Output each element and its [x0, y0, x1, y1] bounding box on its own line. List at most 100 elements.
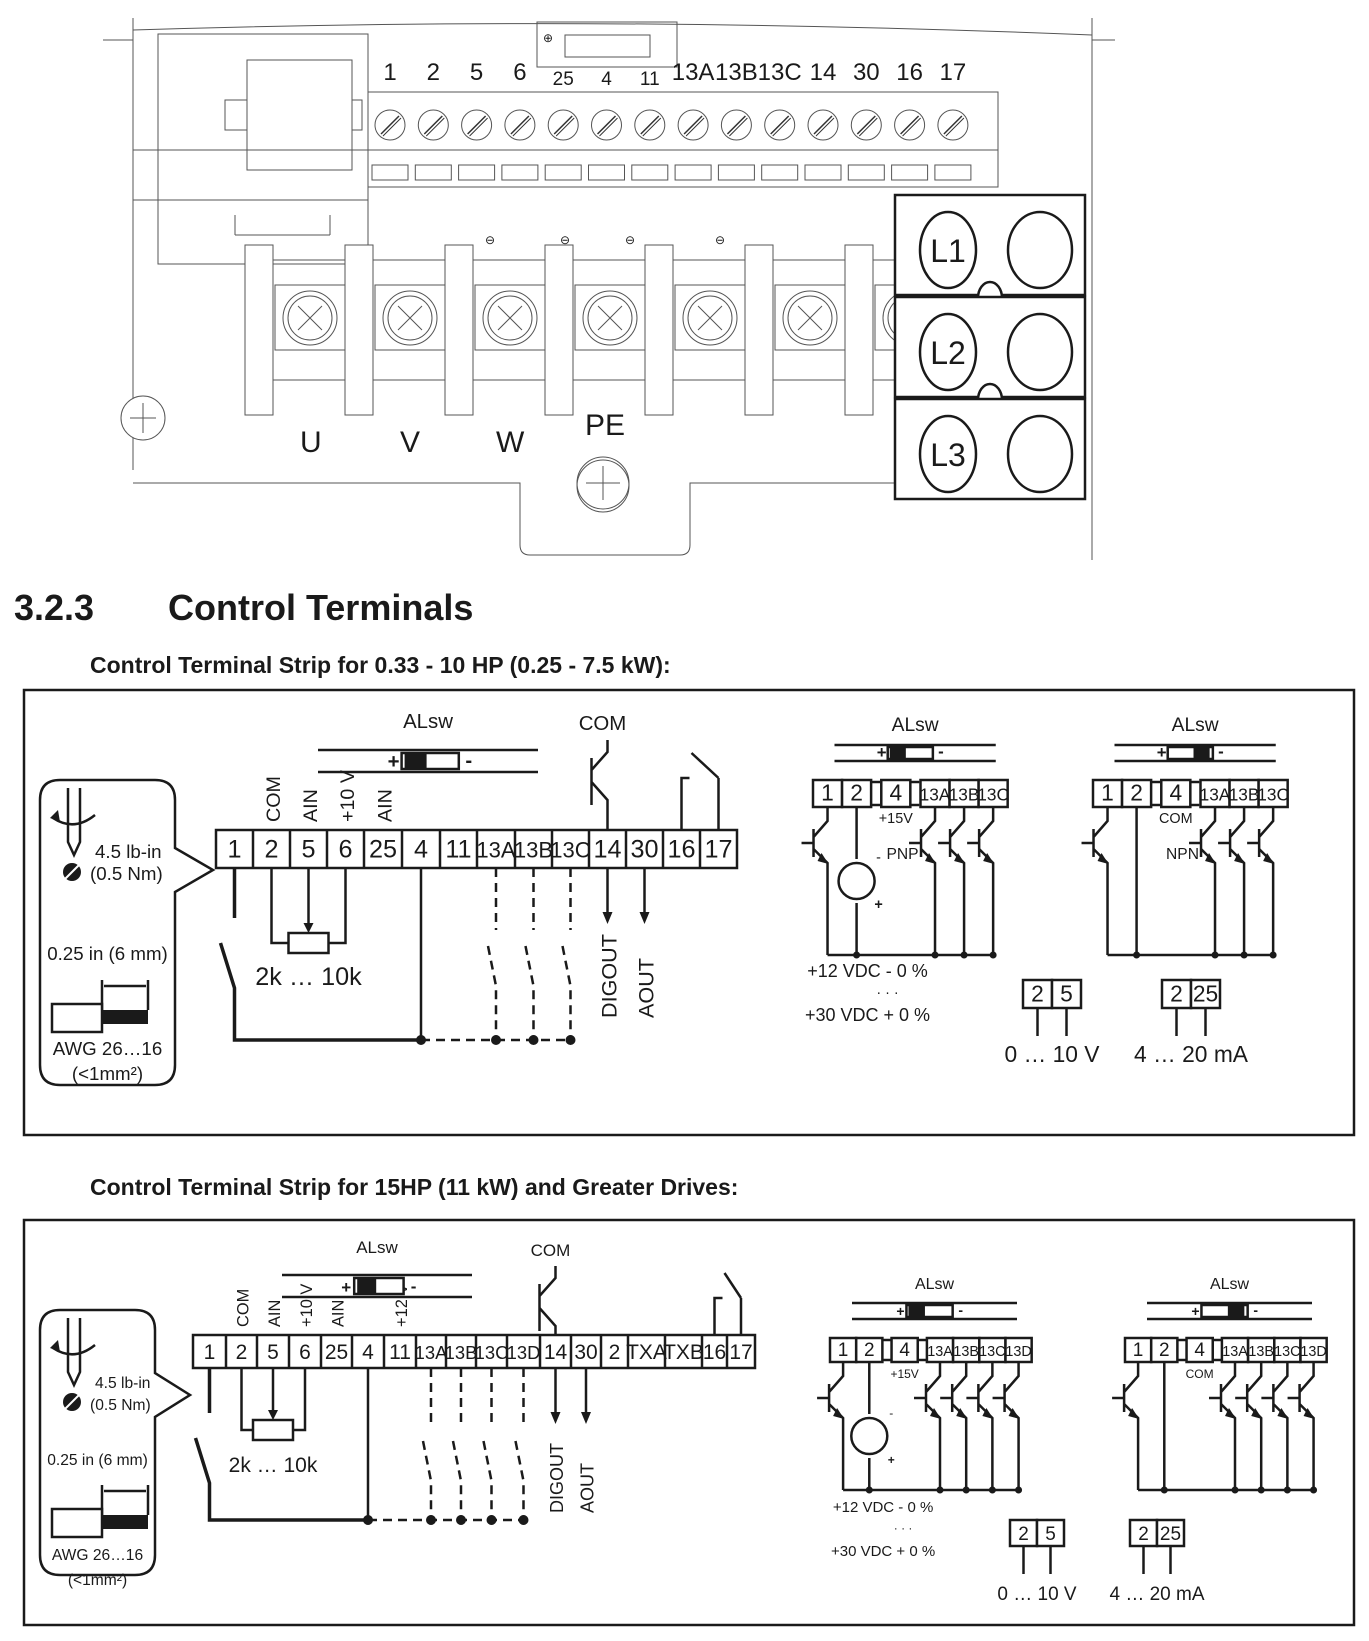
terminal-function-label: COM — [235, 1289, 253, 1327]
wire-potentiometer — [270, 868, 347, 945]
digital-input-wire — [524, 868, 535, 1040]
mini-terminal-13a: 13A — [1222, 1344, 1248, 1360]
torque-value: 4.5 lb-in — [95, 1375, 150, 1392]
alsw-switch: ALsw+- — [282, 1238, 472, 1299]
supply-range-max: +30 VDC + 0 % — [805, 1005, 930, 1025]
terminal-screw-icon — [588, 109, 625, 181]
top-clip — [536, 21, 678, 68]
strip-length: 0.25 in (6 mm) — [47, 1452, 148, 1469]
potentiometer-range: 2k … 10k — [255, 963, 362, 991]
terminal-divider — [744, 244, 774, 416]
digital-input-wire — [561, 868, 572, 1040]
transistor-com-label: COM — [579, 713, 627, 735]
terminal-6: 6 — [338, 835, 352, 863]
terminal-13c: 13C — [550, 837, 591, 862]
terminal-1: 1 — [204, 1341, 216, 1364]
junction-dot — [931, 951, 939, 959]
line-terminal-screw — [918, 210, 978, 290]
junction-dot — [1283, 1486, 1291, 1494]
terminal-14: 14 — [593, 835, 621, 863]
dc-supply-icon — [850, 1416, 889, 1456]
transistor-com-label: COM — [531, 1241, 571, 1260]
mini-terminal-1: 1 — [838, 1340, 849, 1361]
terminal-17: 17 — [729, 1341, 752, 1364]
device-terminal-label: 4 — [601, 69, 612, 90]
wire-potentiometer — [240, 1368, 307, 1432]
mini-terminal-2: 2 — [850, 780, 863, 806]
supply-plus: + — [888, 1453, 895, 1467]
input-transistor-icon — [1209, 1362, 1237, 1490]
terminal-divider — [344, 244, 374, 416]
mini-terminal-1: 1 — [1133, 1340, 1144, 1361]
mini-sub-label: COM — [1159, 811, 1193, 827]
terminal-function-label: AIN — [266, 1300, 284, 1327]
terminal-screw-icon — [458, 109, 496, 181]
junction-dot — [1231, 1486, 1239, 1494]
device-terminal-label: 25 — [553, 69, 574, 90]
power-terminal-block: ⊖⊖⊖⊖ — [244, 233, 946, 416]
housing-ledge — [133, 149, 368, 236]
analog-terminal-25: 25 — [1160, 1524, 1181, 1545]
terminal-function-label: +10 V — [337, 769, 359, 822]
line-terminal-label: L2 — [930, 335, 966, 371]
power-terminal-screw-icon — [674, 284, 746, 351]
mini-terminal-2: 2 — [864, 1340, 875, 1361]
terminal-screw-icon — [501, 109, 539, 181]
alsw-minus: - — [938, 742, 944, 761]
device-terminal-label: 2 — [427, 59, 440, 86]
pe-ground-screw-icon — [576, 456, 630, 513]
terminal-txb: TXB — [663, 1341, 704, 1364]
relay-contact — [680, 752, 720, 830]
terminal-2: 2 — [264, 835, 278, 863]
wiring-diagram-large-drives: 4.5 lb-in(0.5 Nm)0.25 in (6 mm)AWG 26…16… — [38, 1238, 1328, 1605]
power-label-v: V — [400, 426, 420, 459]
terminal-divider — [244, 244, 274, 416]
junction-dot — [1015, 1486, 1023, 1494]
mini-sub-label: +15V — [890, 1367, 918, 1381]
input-transistor-icon — [1218, 807, 1246, 955]
analog-terminal-2: 2 — [1170, 980, 1183, 1006]
potentiometer — [287, 931, 330, 955]
torque-callout: 4.5 lb-in(0.5 Nm)0.25 in (6 mm)AWG 26…16… — [38, 778, 216, 1087]
line-terminal-label: L1 — [930, 233, 966, 269]
device-terminal-label: 11 — [640, 69, 660, 90]
digital-input-wire — [421, 1368, 433, 1520]
junction-dot — [989, 951, 997, 959]
junction-dot — [960, 951, 968, 959]
transistor-type-label: PNP — [886, 846, 918, 863]
top-clip-screw-icon: ⊕ — [543, 31, 553, 45]
line-terminal-screw — [918, 414, 978, 494]
screwdriver-icon — [50, 1318, 96, 1388]
analog-terminal-5: 5 — [1060, 980, 1073, 1006]
terminal-25: 25 — [325, 1341, 348, 1364]
rj45-port-detail — [224, 99, 363, 131]
mini-terminal-13d: 13D — [1300, 1344, 1326, 1360]
alsw-slider — [357, 1279, 377, 1293]
terminal-function-label: COM — [263, 776, 285, 822]
power-terminal-screw-icon — [374, 284, 446, 351]
analog-range: 0 … 10 V — [1004, 1041, 1100, 1067]
mini-terminal-13b: 13B — [953, 1344, 979, 1360]
mini-terminal-13a: 13A — [927, 1344, 953, 1360]
device-terminal-label: 6 — [513, 59, 526, 86]
junction-dot — [988, 1486, 996, 1494]
junction-dot — [936, 1486, 944, 1494]
device-terminal-label: 16 — [896, 59, 923, 86]
terminal-screw-icon — [761, 109, 799, 181]
digital-input-wire — [514, 1368, 525, 1520]
device-terminal-label: 1 — [383, 59, 396, 86]
junction-dot — [1240, 951, 1248, 959]
mini-terminal-13c: 13C — [1274, 1344, 1300, 1360]
terminal-6: 6 — [299, 1341, 311, 1364]
terminal-screw-icon — [414, 109, 452, 181]
mini-terminal-2: 2 — [1159, 1340, 1170, 1361]
device-terminal-label: 17 — [940, 59, 967, 86]
alsw-label: ALsw — [356, 1238, 398, 1257]
terminal-14: 14 — [544, 1341, 568, 1364]
mini-terminal-4: 4 — [1194, 1340, 1205, 1361]
terminal-function-label: AIN — [300, 789, 322, 822]
terminal-4: 4 — [362, 1341, 374, 1364]
